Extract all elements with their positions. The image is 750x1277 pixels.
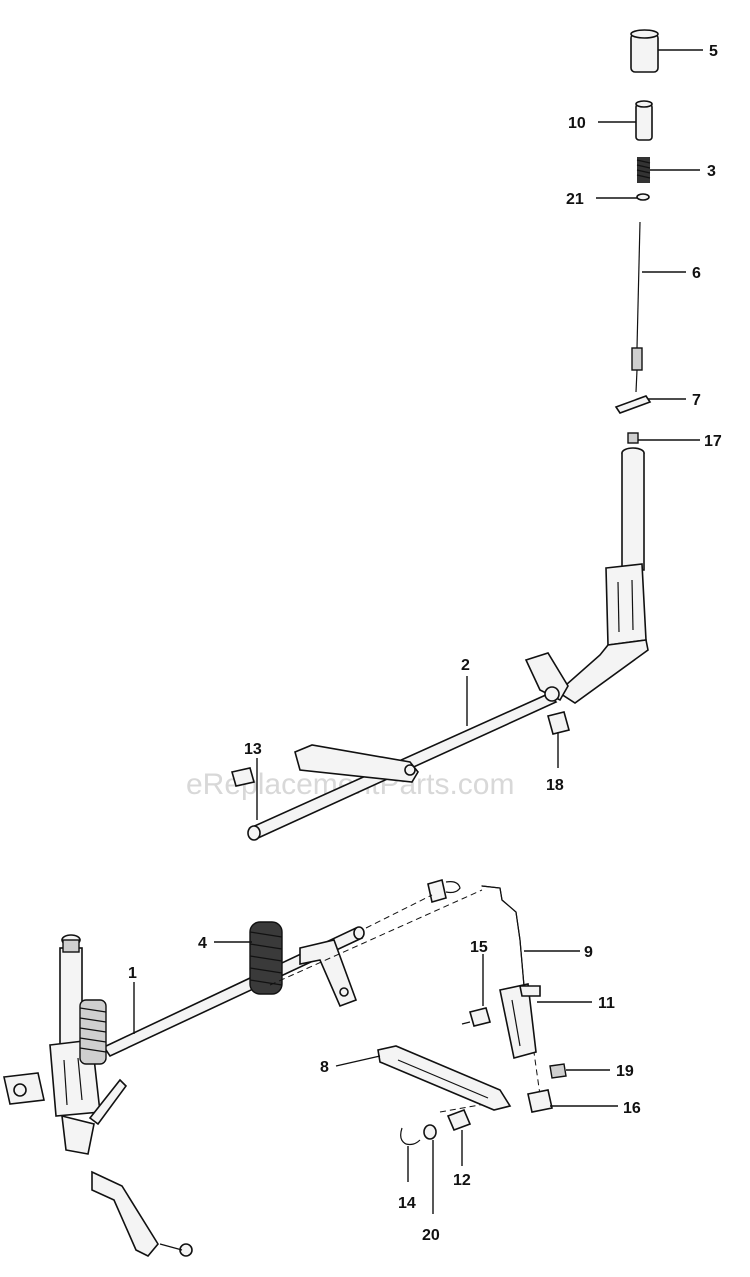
rod-part	[631, 221, 643, 393]
nut-19-part	[549, 1063, 567, 1079]
bolt-15-part	[461, 1007, 491, 1027]
callout-4: 4	[198, 935, 207, 952]
callout-11: 11	[598, 995, 615, 1012]
callout-12: 12	[453, 1172, 471, 1189]
callout-9: 9	[584, 944, 593, 961]
handle-grip-part	[630, 29, 659, 73]
lower-shaft-part	[3, 926, 365, 1257]
callout-5: 5	[709, 43, 718, 60]
link-bar-part	[377, 1045, 512, 1111]
callout-16: 16	[623, 1100, 641, 1117]
lift-lever-tube	[556, 447, 649, 704]
callout-18: 18	[546, 777, 564, 794]
bushing-part	[635, 100, 653, 141]
callout-21: 21	[566, 191, 584, 208]
callout-3: 3	[707, 163, 716, 180]
slotted-bracket-part	[499, 983, 541, 1059]
callout-20: 20	[422, 1227, 440, 1244]
nut-13-part	[230, 767, 256, 787]
callout-2: 2	[461, 657, 470, 674]
bushing-12-part	[446, 1108, 472, 1132]
small-nut-part	[627, 432, 639, 444]
shaft-nut-part	[427, 878, 461, 904]
callout-6: 6	[692, 265, 701, 282]
alignment-lines	[269, 889, 541, 1113]
callout-1: 1	[128, 965, 137, 982]
cross-shaft-part	[247, 652, 569, 841]
callout-17: 17	[704, 433, 722, 450]
large-spring-part	[249, 921, 283, 995]
hair-pin-part	[400, 1127, 421, 1146]
washer-20-part	[423, 1124, 437, 1140]
callout-7: 7	[692, 392, 701, 409]
small-spring-part	[636, 157, 651, 183]
callout-13: 13	[244, 741, 262, 758]
nut-16-part	[527, 1089, 553, 1113]
nut-18-part	[547, 711, 570, 735]
bent-rod-part	[481, 885, 525, 987]
washer-part	[636, 193, 650, 201]
cross-pin-part	[614, 395, 652, 414]
callout-14: 14	[398, 1195, 416, 1212]
callout-8: 8	[320, 1059, 329, 1076]
callout-19: 19	[616, 1063, 634, 1080]
callout-15: 15	[470, 939, 488, 956]
callout-10: 10	[568, 115, 586, 132]
callout-labels: 5 10 3 21 6 7 17 2 13 18 4 1 15 9 11 8 1	[128, 43, 722, 1244]
